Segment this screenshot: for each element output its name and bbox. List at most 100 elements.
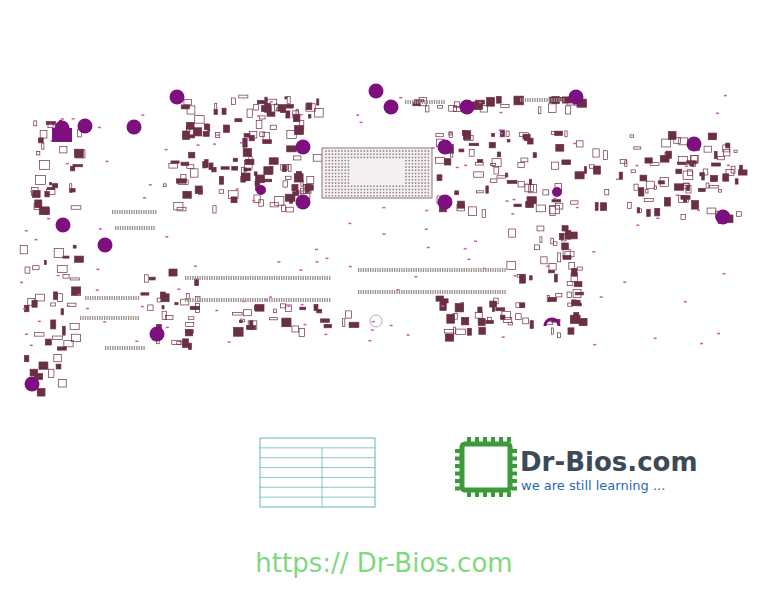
connector-pin [226,298,227,302]
smd-component [214,110,217,115]
bga-ball [386,192,388,194]
bga-ball [389,157,391,159]
bga-ball [421,179,423,181]
connector-pin [143,210,144,214]
smd-component [243,149,251,157]
bga-ball [415,150,417,152]
bga-ball [421,189,423,191]
smd-component [52,184,57,188]
silkscreen-mark [105,161,108,163]
bga-ball [341,189,343,191]
connector-pin [231,276,232,280]
bga-ball [338,182,340,184]
connector-pin [94,316,95,320]
connector-pin [365,290,366,294]
connector-pin [380,290,381,294]
silkscreen-mark [349,266,352,268]
smd-component [640,175,647,181]
connector-pin [271,298,272,302]
bga-ball [415,166,417,168]
bga-ball [418,195,420,197]
bga-ball [415,157,417,159]
smd-component [718,189,721,192]
smd-component [551,238,554,244]
connector-pin [387,268,388,272]
smd-component [674,184,683,190]
bga-ball [415,163,417,165]
connector-pin [87,296,88,300]
smd-component [270,167,273,173]
bga-ball [370,157,372,159]
bga-ball [325,163,327,165]
connector-pin [360,290,361,294]
smd-component [285,97,287,99]
silkscreen-mark [216,134,219,136]
connector-pin [443,100,444,104]
bga-ball [389,189,391,191]
connector-pin [259,298,260,302]
bga-ball [357,153,359,155]
bga-ball [325,192,327,194]
connector-pin [485,290,486,294]
smd-component [461,317,468,324]
silkscreen-mark [500,133,503,135]
connector-pin [310,298,311,302]
connector-pin [291,276,292,280]
connector-pin [546,98,547,102]
silkscreen-mark [623,281,626,283]
silkscreen-mark [98,127,101,128]
connector-pin [447,290,448,294]
connector-pin [363,268,364,272]
smd-component [345,311,351,318]
connector-pin [214,276,215,280]
bga-ball [405,185,407,187]
connector-pin [542,98,543,102]
silkscreen-mark [348,223,351,225]
smd-component [674,138,681,144]
smd-component [541,257,547,264]
connector-pin [365,268,366,272]
chip-pin [491,492,495,497]
smd-component [49,369,54,377]
smd-component [195,186,202,194]
connector-pin [276,298,277,302]
smd-component [503,317,511,322]
connector-pin [131,346,132,350]
connector-pin [104,316,105,320]
connector-pin [209,276,210,280]
bga-ball [392,189,394,191]
connector-pin [370,290,371,294]
connector-pin [375,268,376,272]
bga-ball [335,166,337,168]
connector-pin [437,290,438,294]
connector-pin [396,290,397,294]
connector-pin [267,276,268,280]
bga-ball [341,166,343,168]
smd-component [299,328,304,336]
connector-pin [436,100,437,104]
connector-pin [199,276,200,280]
bga-ball [415,160,417,162]
connector-pin [219,298,220,302]
connector-pin [429,100,430,104]
bga-ball [376,195,378,197]
connector-pin [129,346,130,350]
bga-ball [348,189,350,191]
bga-ball [383,189,385,191]
connector-pin [459,290,460,294]
silkscreen-mark [474,241,477,243]
bga-ball [344,169,346,171]
connector-pin [269,276,270,280]
bga-ball [338,160,340,162]
smd-component [520,303,525,307]
connector-pin [115,346,116,350]
smd-component [189,135,194,138]
smd-component [469,150,474,157]
connector-pin [202,298,203,302]
mounting-hole [296,195,311,210]
bga-ball [325,169,327,171]
bga-ball [421,163,423,165]
smd-component [468,207,476,216]
connector-pin [99,316,100,320]
bga-ball [325,157,327,159]
